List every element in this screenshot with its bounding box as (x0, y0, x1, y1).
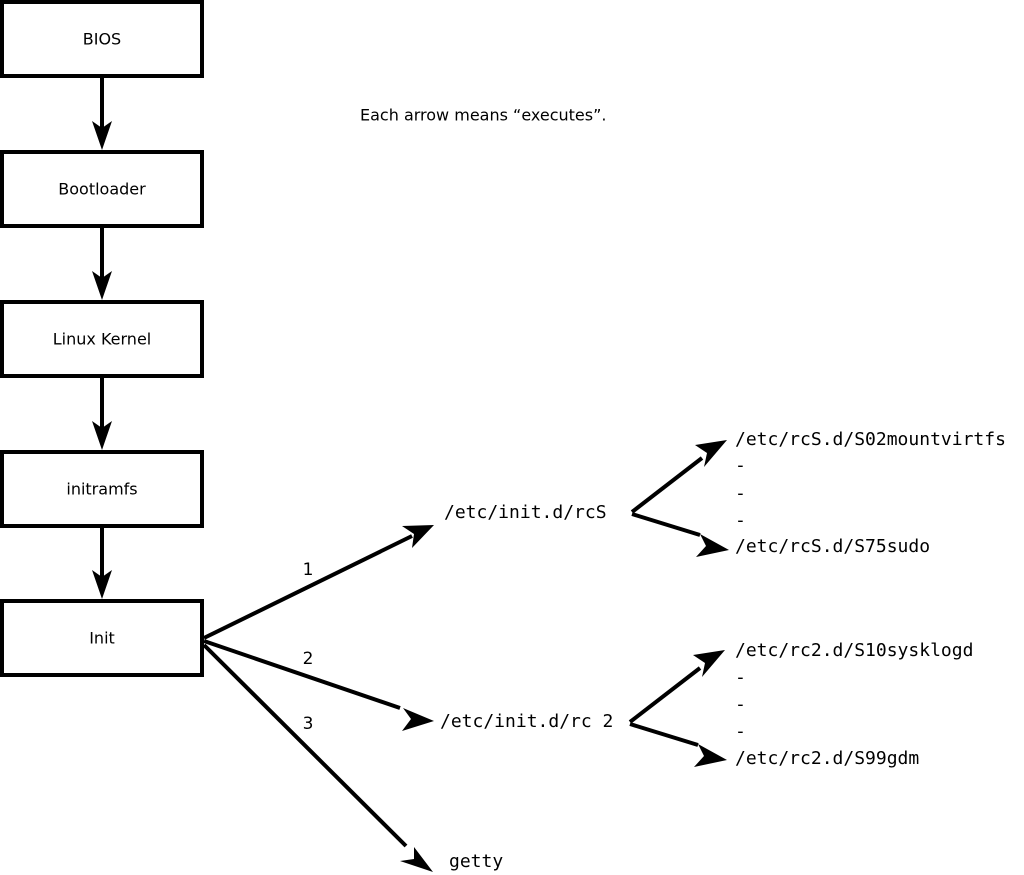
getty-label: getty (449, 851, 503, 872)
node-bios[interactable]: BIOS (0, 0, 204, 78)
node-init[interactable]: Init (0, 599, 204, 677)
edge-rc2-to-last-script (629, 722, 727, 767)
rc2-ellipsis-dot-3: - (735, 721, 746, 742)
linux-kernel-label: Linux Kernel (53, 330, 151, 349)
rc2-ellipsis-dot-1: - (735, 667, 746, 688)
branch-number-1: 1 (303, 560, 314, 580)
initramfs-label: initramfs (66, 480, 137, 499)
branch-number-2: 2 (303, 649, 314, 669)
rcs-ellipsis-dot-3: - (735, 510, 746, 531)
arrow-head-icon (694, 744, 727, 767)
bios-label: BIOS (83, 30, 121, 49)
rcs-ellipsis-dot-1: - (735, 455, 746, 476)
edge-rcs-to-first-script (630, 440, 727, 514)
arrow-head-icon (92, 271, 112, 300)
arrow-head-icon (402, 525, 434, 548)
rc2-ellipsis-dot-2: - (735, 694, 746, 715)
arrow-head-icon (92, 421, 112, 450)
edge-rcs-to-last-script (631, 512, 729, 557)
edge-kernel-to-initramfs (92, 378, 112, 450)
rcs-last-script-label: /etc/rcS.d/S75sudo (735, 536, 930, 557)
arrow-head-icon (92, 121, 112, 150)
arrow-head-icon (696, 534, 729, 557)
edge-init-to-rc2: 2 (203, 639, 434, 731)
node-bootloader[interactable]: Bootloader (0, 150, 204, 228)
edge-bootloader-to-kernel (92, 228, 112, 300)
caption-text: Each arrow means “executes”. (360, 106, 606, 125)
linux-kernel-box[interactable] (0, 300, 204, 378)
arrow-head-icon (92, 570, 112, 599)
arrow-head-icon (400, 847, 433, 872)
branch-number-3: 3 (303, 714, 314, 734)
node-linux-kernel[interactable]: Linux Kernel (0, 300, 204, 378)
rcs-ellipsis-dot-2: - (735, 483, 746, 504)
arrow-head-icon (402, 708, 434, 731)
node-initramfs[interactable]: initramfs (0, 450, 204, 528)
rcs-first-script-label: /etc/rcS.d/S02mountvirtfs (735, 429, 1006, 450)
rc2-parent-label: /etc/init.d/rc 2 (440, 711, 613, 732)
edge-initramfs-to-init (92, 528, 112, 599)
rcs-parent-label: /etc/init.d/rcS (444, 502, 607, 523)
edge-init-to-getty: 3 (202, 643, 433, 872)
init-label: Init (89, 629, 115, 648)
rc2-last-script-label: /etc/rc2.d/S99gdm (735, 748, 919, 769)
initramfs-box[interactable] (0, 450, 204, 528)
init-box[interactable] (0, 599, 204, 677)
arrow-head-icon (693, 650, 725, 677)
edge-bios-to-bootloader (92, 78, 112, 150)
bootloader-box[interactable] (0, 150, 204, 228)
edge-rc2-to-first-script (628, 650, 725, 724)
edge-init-to-rcs: 1 (203, 525, 434, 640)
arrow-head-icon (695, 440, 727, 467)
rc2-first-script-label: /etc/rc2.d/S10sysklogd (735, 640, 973, 661)
bios-box[interactable] (0, 0, 204, 78)
bootloader-label: Bootloader (58, 180, 146, 199)
